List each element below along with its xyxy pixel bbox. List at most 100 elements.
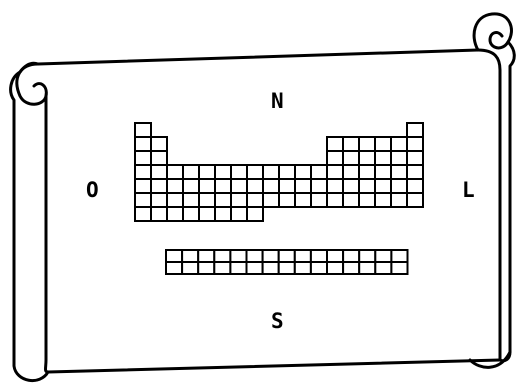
element-cell	[135, 165, 151, 179]
f-block-cell	[375, 262, 391, 274]
f-block-cell	[166, 262, 182, 274]
f-block-cell	[263, 250, 279, 262]
element-cell	[311, 193, 327, 207]
f-block-cell	[247, 262, 263, 274]
element-cell	[407, 179, 423, 193]
element-cell	[375, 151, 391, 165]
element-cell	[359, 179, 375, 193]
element-cell	[295, 179, 311, 193]
element-cell	[359, 193, 375, 207]
element-cell	[151, 151, 167, 165]
element-cell	[407, 151, 423, 165]
f-block-cell	[182, 262, 198, 274]
f-block-cell	[391, 250, 407, 262]
element-cell	[327, 179, 343, 193]
element-cell	[247, 165, 263, 179]
element-cell	[343, 193, 359, 207]
element-cell	[279, 179, 295, 193]
f-block-cell	[198, 262, 214, 274]
f-block-cell	[391, 262, 407, 274]
f-block-cell	[182, 250, 198, 262]
south-label: S	[271, 311, 284, 332]
f-block-cell	[311, 250, 327, 262]
element-cell	[359, 165, 375, 179]
element-cell	[183, 179, 199, 193]
element-cell	[391, 193, 407, 207]
element-cell	[199, 179, 215, 193]
f-block-cell	[230, 250, 246, 262]
element-cell	[135, 207, 151, 221]
element-cell	[343, 179, 359, 193]
element-cell	[327, 165, 343, 179]
element-cell	[199, 193, 215, 207]
f-block-cell	[359, 250, 375, 262]
element-cell	[167, 179, 183, 193]
element-cell	[311, 179, 327, 193]
f-block-cell	[375, 250, 391, 262]
element-cell	[391, 151, 407, 165]
f-block-cell	[327, 262, 343, 274]
element-cell	[167, 193, 183, 207]
f-block-cell	[295, 262, 311, 274]
element-cell	[135, 179, 151, 193]
element-cell	[375, 137, 391, 151]
element-cell	[327, 193, 343, 207]
element-cell	[215, 165, 231, 179]
element-cell	[247, 179, 263, 193]
periodic-table	[135, 123, 423, 274]
f-block-cell	[295, 250, 311, 262]
element-cell	[231, 207, 247, 221]
element-cell	[343, 137, 359, 151]
element-cell	[231, 193, 247, 207]
element-cell	[151, 137, 167, 151]
f-block-cell	[198, 250, 214, 262]
f-block-cell	[214, 250, 230, 262]
east-label: L	[462, 180, 475, 201]
element-cell	[183, 207, 199, 221]
element-cell	[135, 193, 151, 207]
element-cell	[391, 137, 407, 151]
element-cell	[247, 193, 263, 207]
west-label: O	[86, 180, 99, 201]
f-block-cell	[279, 250, 295, 262]
element-cell	[231, 179, 247, 193]
f-block-cell	[327, 250, 343, 262]
element-cell	[327, 137, 343, 151]
f-block-cell	[311, 262, 327, 274]
f-block-cell	[343, 250, 359, 262]
element-cell	[375, 193, 391, 207]
element-cell	[327, 151, 343, 165]
element-cell	[247, 207, 263, 221]
element-cell	[279, 193, 295, 207]
element-cell	[263, 179, 279, 193]
element-cell	[167, 207, 183, 221]
element-cell	[135, 123, 151, 137]
element-cell	[279, 165, 295, 179]
element-cell	[375, 165, 391, 179]
element-cell	[311, 165, 327, 179]
element-cell	[183, 165, 199, 179]
element-cell	[359, 151, 375, 165]
element-cell	[151, 165, 167, 179]
element-cell	[135, 151, 151, 165]
element-cell	[263, 165, 279, 179]
element-cell	[167, 165, 183, 179]
element-cell	[343, 165, 359, 179]
element-cell	[391, 165, 407, 179]
element-cell	[407, 193, 423, 207]
element-cell	[359, 137, 375, 151]
element-cell	[183, 193, 199, 207]
element-cell	[215, 193, 231, 207]
f-block-cell	[343, 262, 359, 274]
element-cell	[199, 207, 215, 221]
element-cell	[199, 165, 215, 179]
element-cell	[151, 179, 167, 193]
f-block-cell	[263, 262, 279, 274]
element-cell	[215, 179, 231, 193]
f-block-cell	[279, 262, 295, 274]
f-block-cell	[214, 262, 230, 274]
f-block-cell	[247, 250, 263, 262]
element-cell	[135, 137, 151, 151]
